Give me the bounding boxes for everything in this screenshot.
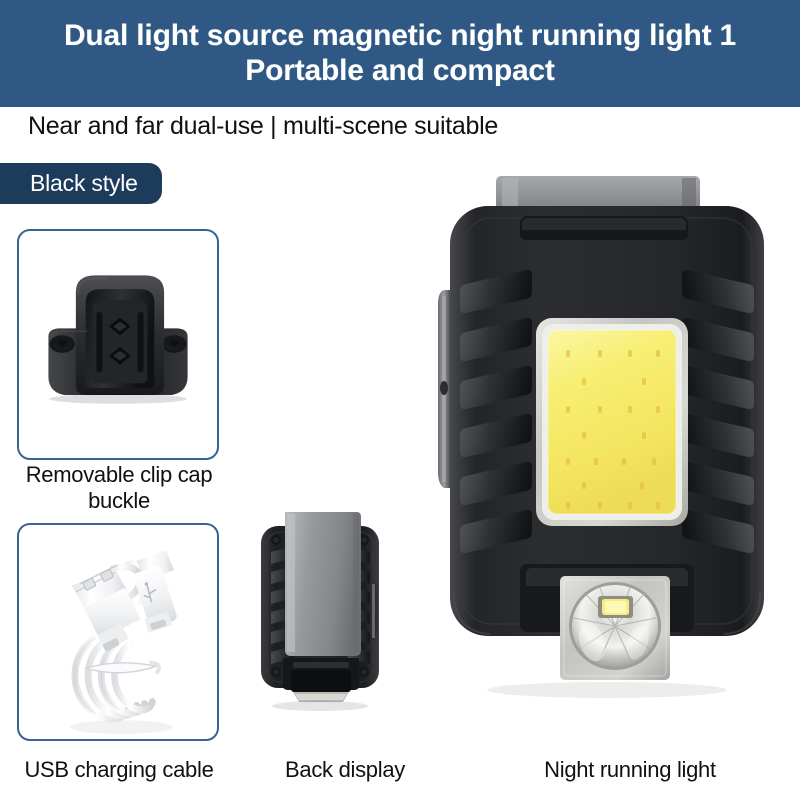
side-metal-clip [438,290,450,488]
caption-night-running-light: Night running light [544,757,716,782]
spotlight-module [560,576,670,680]
flashlight-front-view-image [438,176,764,698]
subtitle: Near and far dual-use | multi-scene suit… [28,112,498,140]
right-fins [682,269,754,554]
page-title: Dual light source magnetic night running… [63,18,737,87]
style-badge: Black style [0,163,162,204]
usb-charging-cable-image [69,550,177,734]
cob-led-dots [566,350,660,509]
caption-clip-cap-buckle: Removable clip cap buckle [25,462,213,513]
left-fins [460,269,532,554]
clip-cap-buckle-image [48,275,188,404]
usb-c-connector [133,550,177,633]
caption-back-display: Back display [285,757,405,782]
caption-usb-charging-cable: USB charging cable [24,757,214,782]
card-usb-charging-cable [17,523,219,741]
product-back-display [253,500,388,736]
cob-led-panel [536,318,688,526]
style-badge-label: Black style [30,170,138,196]
card-clip-cap-buckle [17,229,219,460]
header-banner: Dual light source magnetic night running… [0,0,800,107]
usb-a-connector [71,564,141,652]
flashlight-rear-view-image [261,512,379,711]
product-night-running-light [432,172,782,740]
